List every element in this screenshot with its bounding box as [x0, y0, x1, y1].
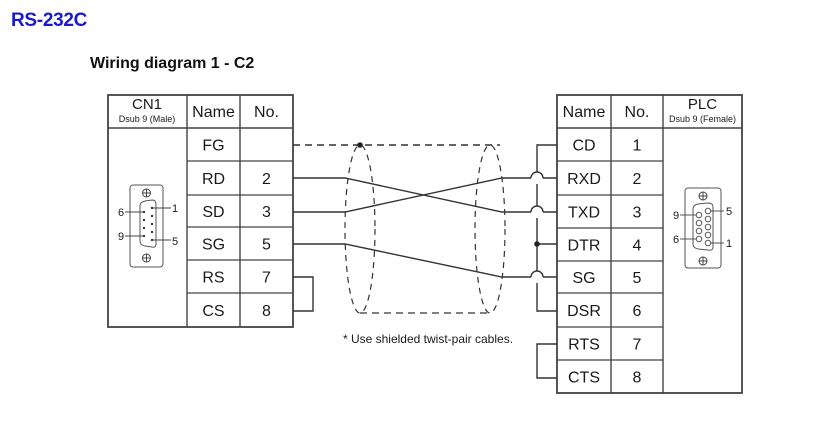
pin-number: 1	[633, 138, 642, 155]
wire-hop	[530, 171, 544, 179]
signal-name: SD	[202, 204, 224, 221]
left-col-name-header: Name	[192, 104, 235, 121]
pin-number: 7	[262, 270, 271, 287]
signal-name: RD	[202, 171, 225, 188]
right-header-subtitle: Dsub 9 (Female)	[669, 114, 736, 124]
pin-number: 8	[633, 370, 642, 387]
pin-number: 2	[633, 171, 642, 188]
left-header-title: CN1	[132, 96, 162, 113]
pin-number: 5	[633, 270, 642, 287]
signal-name: RS	[202, 270, 224, 287]
diagram-title: Wiring diagram 1 - C2	[90, 55, 255, 72]
left-pin-label-1: 1	[172, 203, 178, 215]
right-table-row: TXD 3	[568, 205, 642, 222]
right-table-row: DSR 6	[567, 303, 641, 320]
left-pin-label-5: 5	[172, 236, 178, 248]
wire-sg-sg	[293, 243, 531, 278]
left-connector-table	[107, 94, 294, 328]
right-col-name-header: Name	[563, 104, 606, 121]
wire-hop	[530, 270, 544, 278]
signal-name: RXD	[567, 171, 601, 188]
right-pin-label-5: 5	[726, 206, 732, 218]
jumper-junction-dot	[534, 241, 540, 247]
wire-right-stubs	[543, 177, 557, 278]
right-table-row: RTS 7	[568, 337, 641, 354]
left-pin-label-6: 6	[118, 207, 124, 219]
wire-rd-txd	[293, 177, 531, 213]
right-col-no-header: No.	[625, 104, 650, 121]
shield-ellipse-right	[474, 144, 506, 314]
right-table-row: RXD 2	[567, 171, 641, 188]
left-table-row: SG 5	[202, 237, 271, 254]
dsub9-male-icon	[125, 184, 171, 268]
cable-note: * Use shielded twist-pair cables.	[343, 332, 513, 346]
left-table-row: FG	[202, 138, 224, 155]
pin-number: 3	[633, 205, 642, 222]
right-table-row: CTS 8	[568, 370, 642, 387]
pin-number: 7	[633, 337, 642, 354]
signal-name: DSR	[567, 303, 601, 320]
pin-number: 2	[262, 171, 271, 188]
left-table-border	[107, 94, 294, 328]
signal-name: DTR	[568, 238, 601, 255]
loopback-rts-cts	[536, 343, 557, 379]
pin-number: 5	[262, 237, 271, 254]
signal-name: CTS	[568, 370, 600, 387]
right-header-title: PLC	[688, 96, 717, 113]
left-table-row: CS 8	[202, 303, 271, 320]
dsub9-female-icon	[680, 187, 724, 269]
wire-sd-rxd	[293, 177, 531, 213]
wire-hop	[530, 205, 544, 213]
left-col-no-header: No.	[254, 104, 279, 121]
page-title: RS-232C	[11, 10, 88, 31]
pin-number: 6	[633, 303, 642, 320]
jumper-cd-dtr-dsr	[536, 144, 557, 312]
right-table-row: DTR 4	[568, 238, 642, 255]
shield-ellipse-left	[344, 144, 376, 314]
right-pin-label-1: 1	[726, 238, 732, 250]
signal-name: CD	[572, 138, 595, 155]
signal-name: SG	[202, 237, 225, 254]
right-table-row: SG 5	[572, 270, 641, 287]
left-table-row: SD 3	[202, 204, 271, 221]
left-pin-label-9: 9	[118, 231, 124, 243]
signal-name: SG	[572, 270, 595, 287]
right-pin-label-9: 9	[673, 210, 679, 222]
shield-junction-dot	[357, 142, 363, 148]
pin-number: 8	[262, 303, 271, 320]
right-table-row: CD 1	[572, 138, 641, 155]
right-pin-label-6: 6	[673, 234, 679, 246]
pin-number: 3	[262, 204, 271, 221]
signal-name: CS	[202, 303, 224, 320]
signal-name: FG	[202, 138, 224, 155]
left-table-row: RD 2	[202, 171, 271, 188]
signal-name: TXD	[568, 205, 600, 222]
pin-number: 4	[633, 238, 642, 255]
left-header-subtitle: Dsub 9 (Male)	[119, 114, 176, 124]
loopback-rs-cs	[293, 276, 314, 312]
signal-name: RTS	[568, 337, 600, 354]
left-table-row: RS 7	[202, 270, 271, 287]
